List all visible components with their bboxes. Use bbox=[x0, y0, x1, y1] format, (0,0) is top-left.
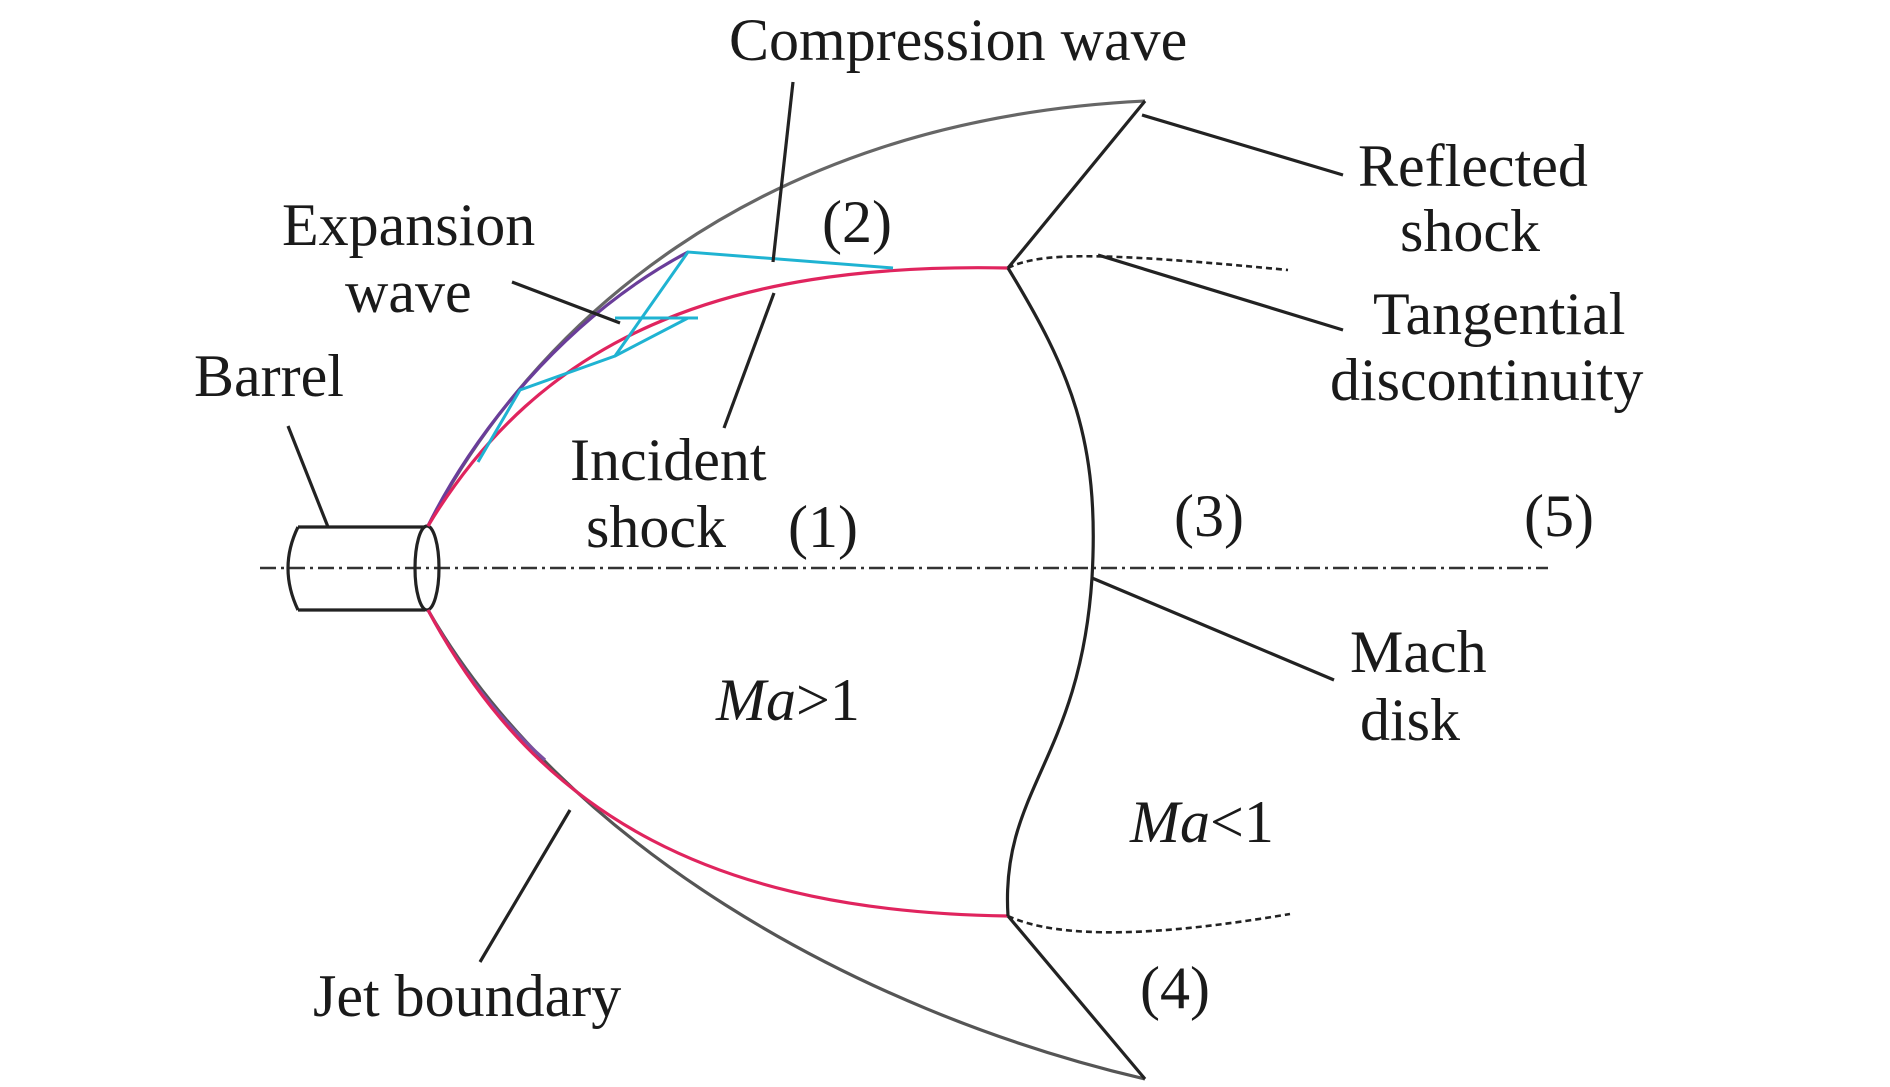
label-barrel: Barrel bbox=[194, 343, 344, 409]
jet-boundary-upper bbox=[426, 99, 1146, 527]
label-incident-shock-line1: Incident bbox=[570, 427, 767, 493]
label-region-4: (4) bbox=[1140, 955, 1210, 1021]
label-ma-greater-than-1: Ma>1 bbox=[715, 667, 860, 733]
label-reflected-shock-line1: Reflected bbox=[1358, 133, 1588, 199]
reflected-shock-lower bbox=[1006, 914, 1147, 1081]
label-region-1: (1) bbox=[788, 494, 858, 560]
jet-boundary-upper-expansion-edge bbox=[426, 250, 689, 527]
label-expansion-wave-line2: wave bbox=[345, 259, 472, 325]
tangential-discontinuity-lower bbox=[1007, 912, 1291, 934]
jet-boundary-lower-colored-edge bbox=[426, 609, 547, 762]
mach-disk bbox=[1005, 267, 1095, 917]
tangential-discontinuity-upper bbox=[1007, 254, 1289, 272]
label-reflected-shock-line2: shock bbox=[1400, 198, 1540, 264]
label-ma-less-than-1: Ma<1 bbox=[1129, 789, 1274, 855]
label-region-5: (5) bbox=[1524, 483, 1594, 549]
label-expansion-wave-line1: Expansion bbox=[282, 192, 535, 258]
label-tangential-line2: discontinuity bbox=[1330, 347, 1643, 413]
label-compression-wave: Compression wave bbox=[729, 7, 1187, 73]
label-tangential-line1: Tangential bbox=[1373, 281, 1625, 347]
wave-lines bbox=[476, 250, 894, 463]
label-incident-shock-line2: shock bbox=[586, 494, 726, 560]
barrel-shape bbox=[286, 524, 441, 612]
label-mach-disk-line1: Mach bbox=[1350, 619, 1487, 685]
reflected-shock-upper bbox=[1006, 99, 1147, 270]
label-region-2: (2) bbox=[822, 189, 892, 255]
leader-lines bbox=[286, 81, 1344, 963]
jet-boundary-lower bbox=[426, 609, 1146, 1081]
label-region-3: (3) bbox=[1174, 483, 1244, 549]
label-mach-disk-line2: disk bbox=[1360, 687, 1460, 753]
incident-shock-upper bbox=[426, 266, 1009, 527]
incident-shock-lower bbox=[426, 609, 1009, 918]
label-jet-boundary: Jet boundary bbox=[313, 963, 621, 1029]
